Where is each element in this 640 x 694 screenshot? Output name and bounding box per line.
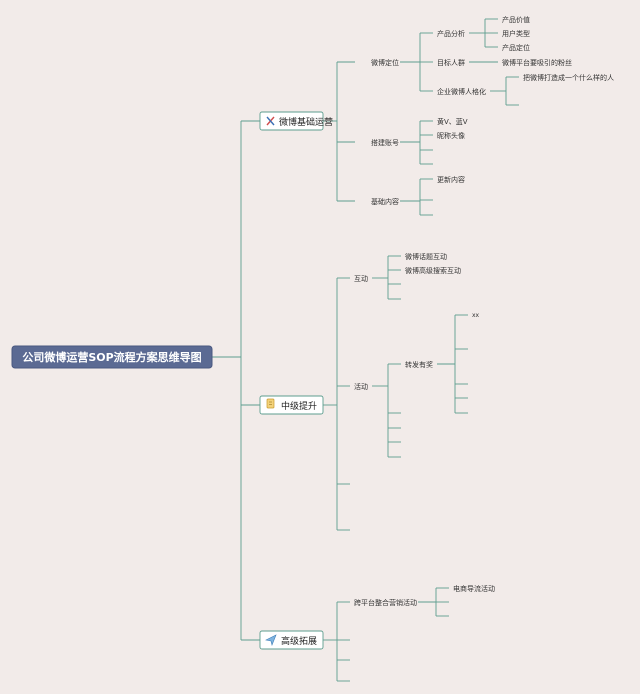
topic-interaction[interactable]: 互动 — [354, 274, 368, 283]
note-icon — [266, 398, 275, 409]
branch-label: 中级提升 — [281, 400, 317, 412]
topic-account-setup[interactable]: 搭建账号 — [371, 138, 399, 147]
topic-product-positioning[interactable]: 产品定位 — [502, 43, 530, 52]
branch-node-advanced[interactable]: 高级拓展 — [259, 630, 324, 650]
topic-campaigns[interactable]: 活动 — [354, 382, 368, 391]
topic-product-analysis[interactable]: 产品分析 — [437, 29, 465, 38]
branch-label: 高级拓展 — [281, 635, 317, 647]
topic-repost-giveaway[interactable]: 转发有奖 — [405, 360, 433, 369]
tools-icon — [266, 116, 275, 126]
branch-label: 微博基础运营 — [279, 116, 333, 128]
topic-weibo-positioning[interactable]: 微博定位 — [371, 58, 399, 67]
topic-update-content[interactable]: 更新内容 — [437, 175, 465, 184]
topic-persona-description[interactable]: 把微博打造成一个什么样的人 — [523, 73, 614, 82]
topic-user-type[interactable]: 用户类型 — [502, 29, 530, 38]
topic-advanced-search-interaction[interactable]: 微博高级搜索互动 — [405, 266, 461, 275]
topic-cross-platform-marketing[interactable]: 跨平台整合营销活动 — [354, 598, 417, 607]
topic-target-audience[interactable]: 目标人群 — [437, 58, 465, 67]
connector-lines — [212, 18, 519, 682]
topic-verification[interactable]: 黄V、蓝V — [437, 117, 468, 126]
root-node[interactable]: 公司微博运营SOP流程方案思维导图 — [11, 345, 213, 369]
topic-product-value[interactable]: 产品价值 — [502, 15, 530, 24]
topic-basic-content[interactable]: 基础内容 — [371, 197, 399, 206]
branch-node-basic-ops[interactable]: 微博基础运营 — [259, 111, 333, 131]
topic-nickname-avatar[interactable]: 昵称头像 — [437, 131, 465, 140]
send-icon — [265, 634, 277, 646]
topic-hashtag-interaction[interactable]: 微博话题互动 — [405, 252, 447, 261]
root-title: 公司微博运营SOP流程方案思维导图 — [22, 350, 201, 364]
topic-fans-to-attract[interactable]: 微博平台要吸引的粉丝 — [502, 58, 572, 67]
topic-brand-persona[interactable]: 企业微博人格化 — [437, 87, 486, 96]
topic-ecommerce-traffic[interactable]: 电商导流活动 — [453, 584, 495, 593]
topic-placeholder-xx[interactable]: xx — [472, 312, 480, 319]
branch-node-intermediate[interactable]: 中级提升 — [259, 395, 324, 415]
